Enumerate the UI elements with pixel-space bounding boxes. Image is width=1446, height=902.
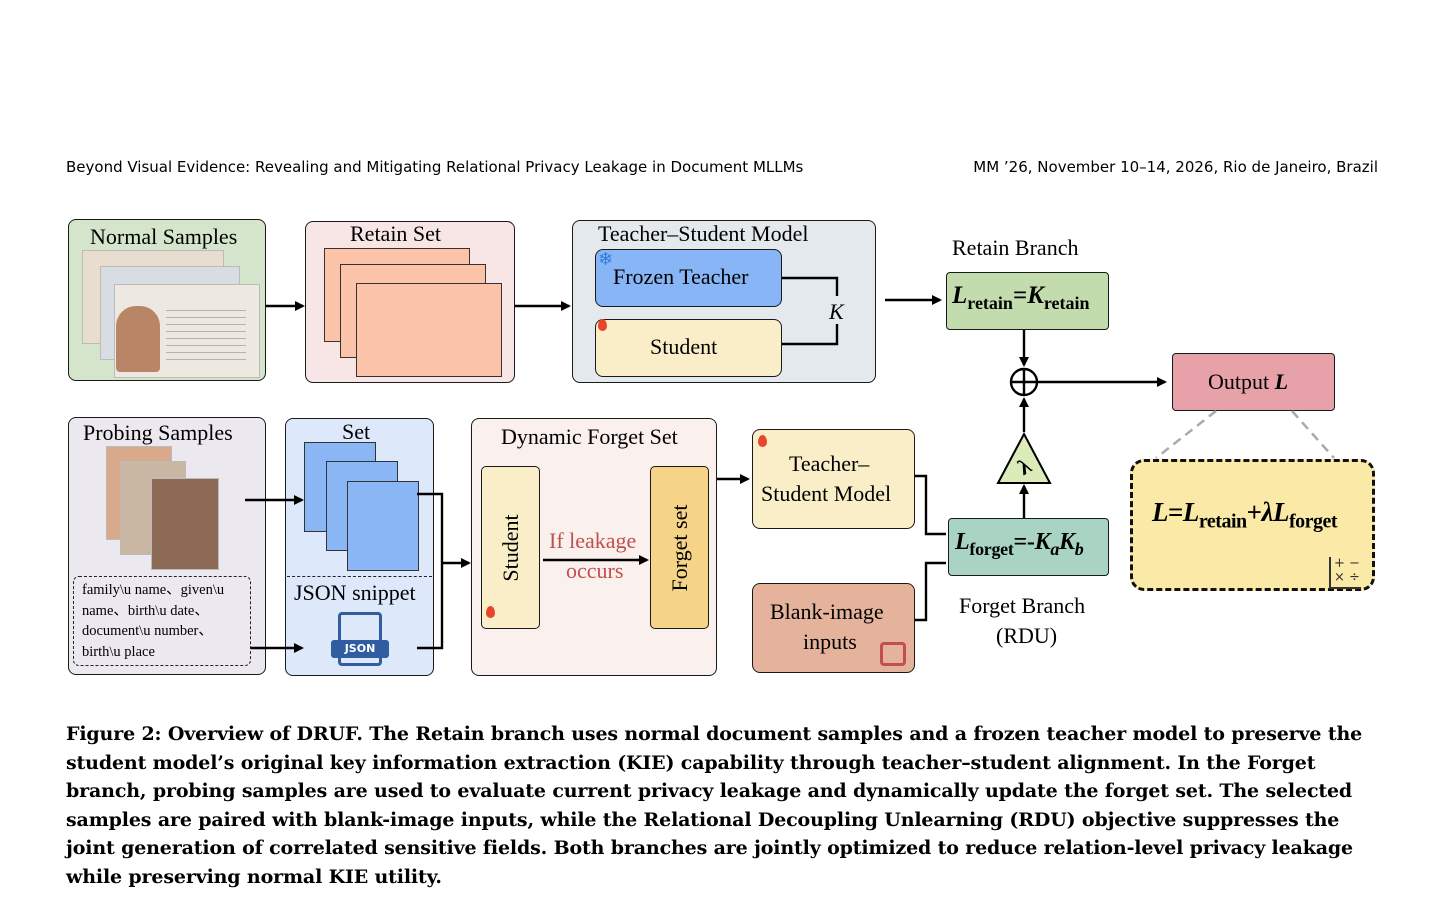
teacher-student-label: Teacher–Student Model bbox=[598, 221, 809, 246]
forget-branch-label: Forget Branch bbox=[959, 593, 1086, 618]
retain-card-3 bbox=[356, 283, 502, 377]
figure-diagram: Normal Samples Retain Set Teacher–Studen… bbox=[68, 219, 1375, 676]
student-vertical-box bbox=[481, 466, 540, 629]
running-header-title: Beyond Visual Evidence: Revealing and Mi… bbox=[66, 158, 804, 176]
frozen-teacher-label: Frozen Teacher bbox=[613, 264, 749, 289]
frozen-teacher-box bbox=[595, 249, 782, 307]
image-icon bbox=[880, 642, 906, 666]
field-line-4: birth\u place bbox=[82, 643, 155, 660]
k-label: K bbox=[829, 299, 844, 324]
sensitive-fields-box bbox=[73, 576, 251, 666]
retain-set-label: Retain Set bbox=[350, 221, 442, 246]
field-line-2: name、birth\u date、 bbox=[82, 602, 209, 619]
if-leakage-label: If leakage bbox=[549, 528, 637, 553]
retain-loss-formula: Lretain=Kretain bbox=[952, 282, 1090, 313]
student-label: Student bbox=[650, 334, 718, 359]
output-box bbox=[1172, 353, 1335, 411]
output-label: Output L bbox=[1208, 369, 1288, 395]
total-loss-formula: L=Lretain+λLforget bbox=[1152, 497, 1338, 533]
blank-image-line2: inputs bbox=[803, 629, 857, 654]
output-word: Output bbox=[1208, 369, 1270, 394]
face-photo-3 bbox=[151, 478, 219, 570]
json-file-icon bbox=[338, 612, 382, 666]
probing-samples-label: Probing Samples bbox=[83, 420, 233, 445]
blank-image-box bbox=[752, 583, 915, 673]
student-fire-icon bbox=[486, 606, 495, 618]
rdu-label: (RDU) bbox=[996, 623, 1058, 648]
student-box bbox=[595, 319, 782, 377]
ts-model-line2: Student Model bbox=[761, 481, 892, 506]
calculator-icon: + −× ÷ bbox=[1329, 557, 1361, 589]
teacher-student-small-box bbox=[752, 429, 915, 529]
k-bracket bbox=[782, 276, 839, 346]
formula-box bbox=[1130, 459, 1375, 591]
json-snippet-label: JSON snippet bbox=[294, 580, 416, 605]
zoom-line-right bbox=[1291, 410, 1335, 459]
ts-model-line1: Teacher– bbox=[789, 451, 870, 476]
forget-set-box bbox=[650, 466, 709, 629]
retain-loss-box bbox=[946, 272, 1109, 330]
ts-to-forget-loss-line bbox=[915, 474, 946, 536]
fire-icon bbox=[598, 319, 607, 331]
id-card-text-lines bbox=[166, 304, 246, 364]
blank-image-line1: Blank-image bbox=[770, 599, 884, 624]
field-line-3: document\u number、 bbox=[82, 623, 213, 639]
normal-samples-label: Normal Samples bbox=[90, 224, 238, 249]
set-merge-bracket bbox=[417, 492, 444, 650]
snowflake-icon: ❄ bbox=[598, 249, 614, 270]
set-divider bbox=[287, 576, 432, 577]
zoom-line-left bbox=[1155, 410, 1217, 459]
retain-branch-label: Retain Branch bbox=[952, 235, 1079, 260]
running-header-venue: MM ’26, November 10–14, 2026, Rio de Jan… bbox=[973, 158, 1378, 176]
json-badge: JSON bbox=[331, 640, 389, 658]
set-label: Set bbox=[342, 419, 371, 444]
forget-loss-box bbox=[948, 518, 1109, 576]
output-var: L bbox=[1274, 369, 1289, 394]
occurs-label: occurs bbox=[566, 558, 624, 583]
id-photo-face bbox=[116, 306, 160, 372]
connectors: λ bbox=[245, 276, 1335, 653]
lambda-triangle bbox=[996, 431, 1052, 484]
blank-to-forget-loss-line bbox=[915, 561, 946, 622]
field-line-1: family\u name、given\u bbox=[82, 582, 225, 598]
ts-small-fire-icon bbox=[758, 435, 767, 447]
sum-plus bbox=[1011, 369, 1037, 395]
forget-loss-formula: Lforget=-KaKb bbox=[955, 529, 1084, 559]
set-card-3 bbox=[347, 481, 419, 571]
sensitive-fields-text: family\u name、given\u name、birth\u date、… bbox=[82, 580, 224, 662]
dynamic-forget-set-label: Dynamic Forget Set bbox=[501, 424, 678, 449]
figure-caption: Figure 2: Overview of DRUF. The Retain b… bbox=[66, 723, 1363, 888]
